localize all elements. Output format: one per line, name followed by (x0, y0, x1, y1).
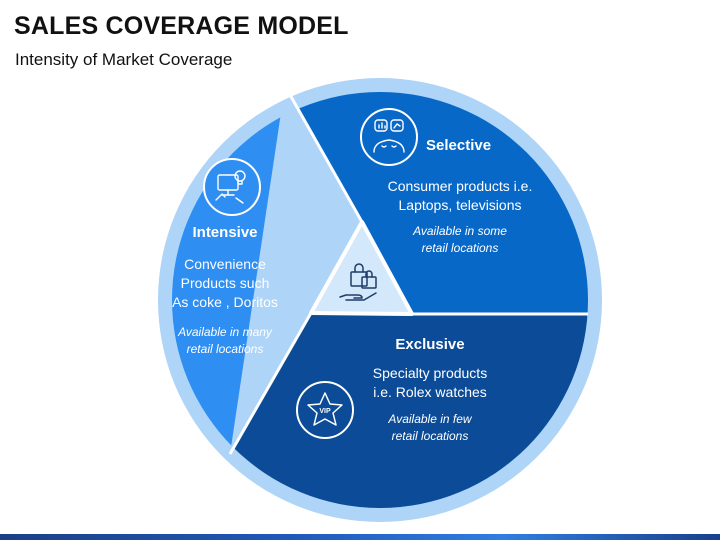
intensive-note: Available in many retail locations (178, 325, 272, 356)
exclusive-note: Available in few retail locations (388, 412, 472, 443)
footer-bar (0, 534, 720, 540)
selective-description: Consumer products i.e. Laptops, televisi… (387, 178, 533, 213)
digital-services-icon (203, 158, 261, 216)
svg-text:VIP: VIP (319, 408, 331, 415)
exclusive-description: Specialty products i.e. Rolex watches (372, 365, 488, 400)
intensive-title: Intensive (192, 224, 258, 241)
divider-line (283, 85, 364, 223)
center-triangle (309, 220, 414, 316)
divider-line (228, 312, 313, 455)
segment-exclusive (230, 313, 588, 508)
hand-shopping-bag-icon (339, 263, 377, 301)
page-subtitle: Intensity of Market Coverage (15, 50, 233, 69)
page-title: SALES COVERAGE MODEL (14, 12, 349, 40)
vip-star-icon: VIP (296, 381, 354, 439)
intensive-description: Convenience Products such As coke , Dori… (172, 256, 278, 310)
selective-title: Selective (426, 137, 492, 154)
thinking-devices-icon (360, 108, 418, 166)
selective-note: Available in some retail locations (413, 224, 507, 255)
exclusive-title: Exclusive (395, 336, 465, 353)
